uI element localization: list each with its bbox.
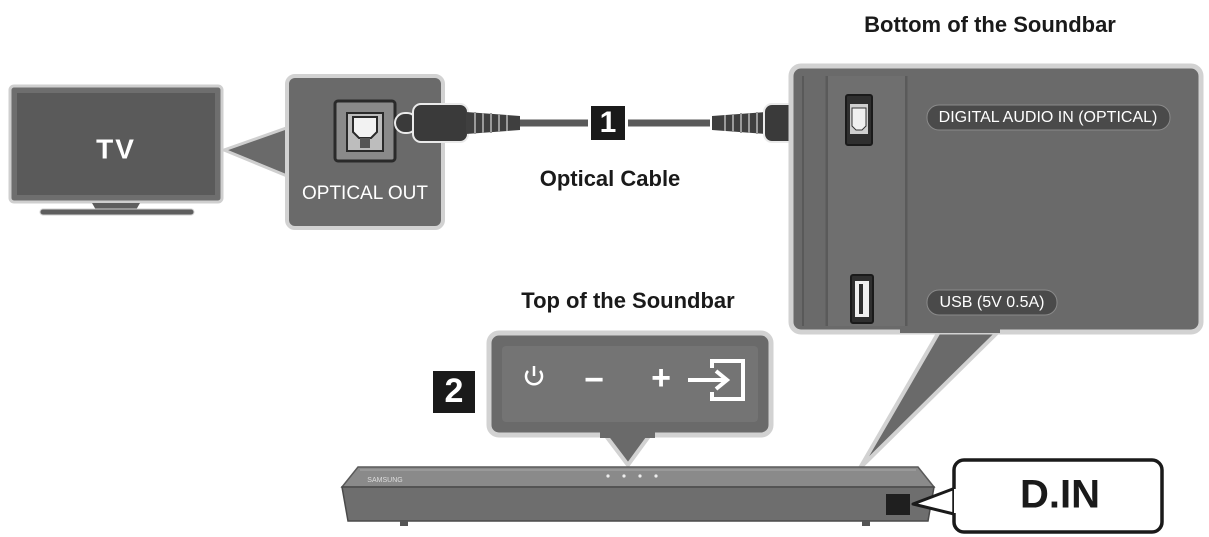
usb-port-label: USB (5V 0.5A): [940, 294, 1045, 311]
display-window: [886, 494, 910, 515]
optical-port-icon: [333, 99, 397, 163]
display-text: D.IN: [1020, 473, 1100, 517]
source-input-icon: [688, 359, 745, 401]
top-panel-title: Top of the Soundbar: [521, 288, 735, 313]
step-2-number: 2: [445, 372, 464, 410]
tv: TV: [8, 84, 224, 216]
step-1-number: 1: [600, 106, 617, 139]
top-panel: − +: [486, 330, 774, 438]
power-icon: [524, 366, 544, 386]
tv-port-panel: OPTICAL OUT: [285, 74, 445, 230]
optical-out-label: OPTICAL OUT: [302, 183, 428, 204]
step-2-badge: 2: [430, 368, 478, 416]
digital-audio-in-port-icon: [845, 94, 873, 146]
usb-port-icon: [850, 274, 874, 324]
digital-audio-in-label: DIGITAL AUDIO IN (OPTICAL): [939, 109, 1158, 126]
volume-up-button: +: [651, 359, 671, 397]
step-1-badge: 1: [588, 103, 628, 143]
brand-logo: SAMSUNG: [367, 477, 402, 484]
display-callout: D.IN: [911, 458, 1164, 534]
soundbar: SAMSUNG: [340, 466, 936, 526]
bottom-panel: DIGITAL AUDIO IN (OPTICAL) USB (5V 0.5A): [788, 63, 1204, 335]
top-buttons-icon: [606, 474, 658, 478]
volume-down-button: −: [584, 361, 604, 399]
tv-label: TV: [96, 133, 136, 164]
bottom-panel-title: Bottom of the Soundbar: [864, 12, 1116, 37]
optical-cable-label: Optical Cable: [540, 166, 681, 191]
